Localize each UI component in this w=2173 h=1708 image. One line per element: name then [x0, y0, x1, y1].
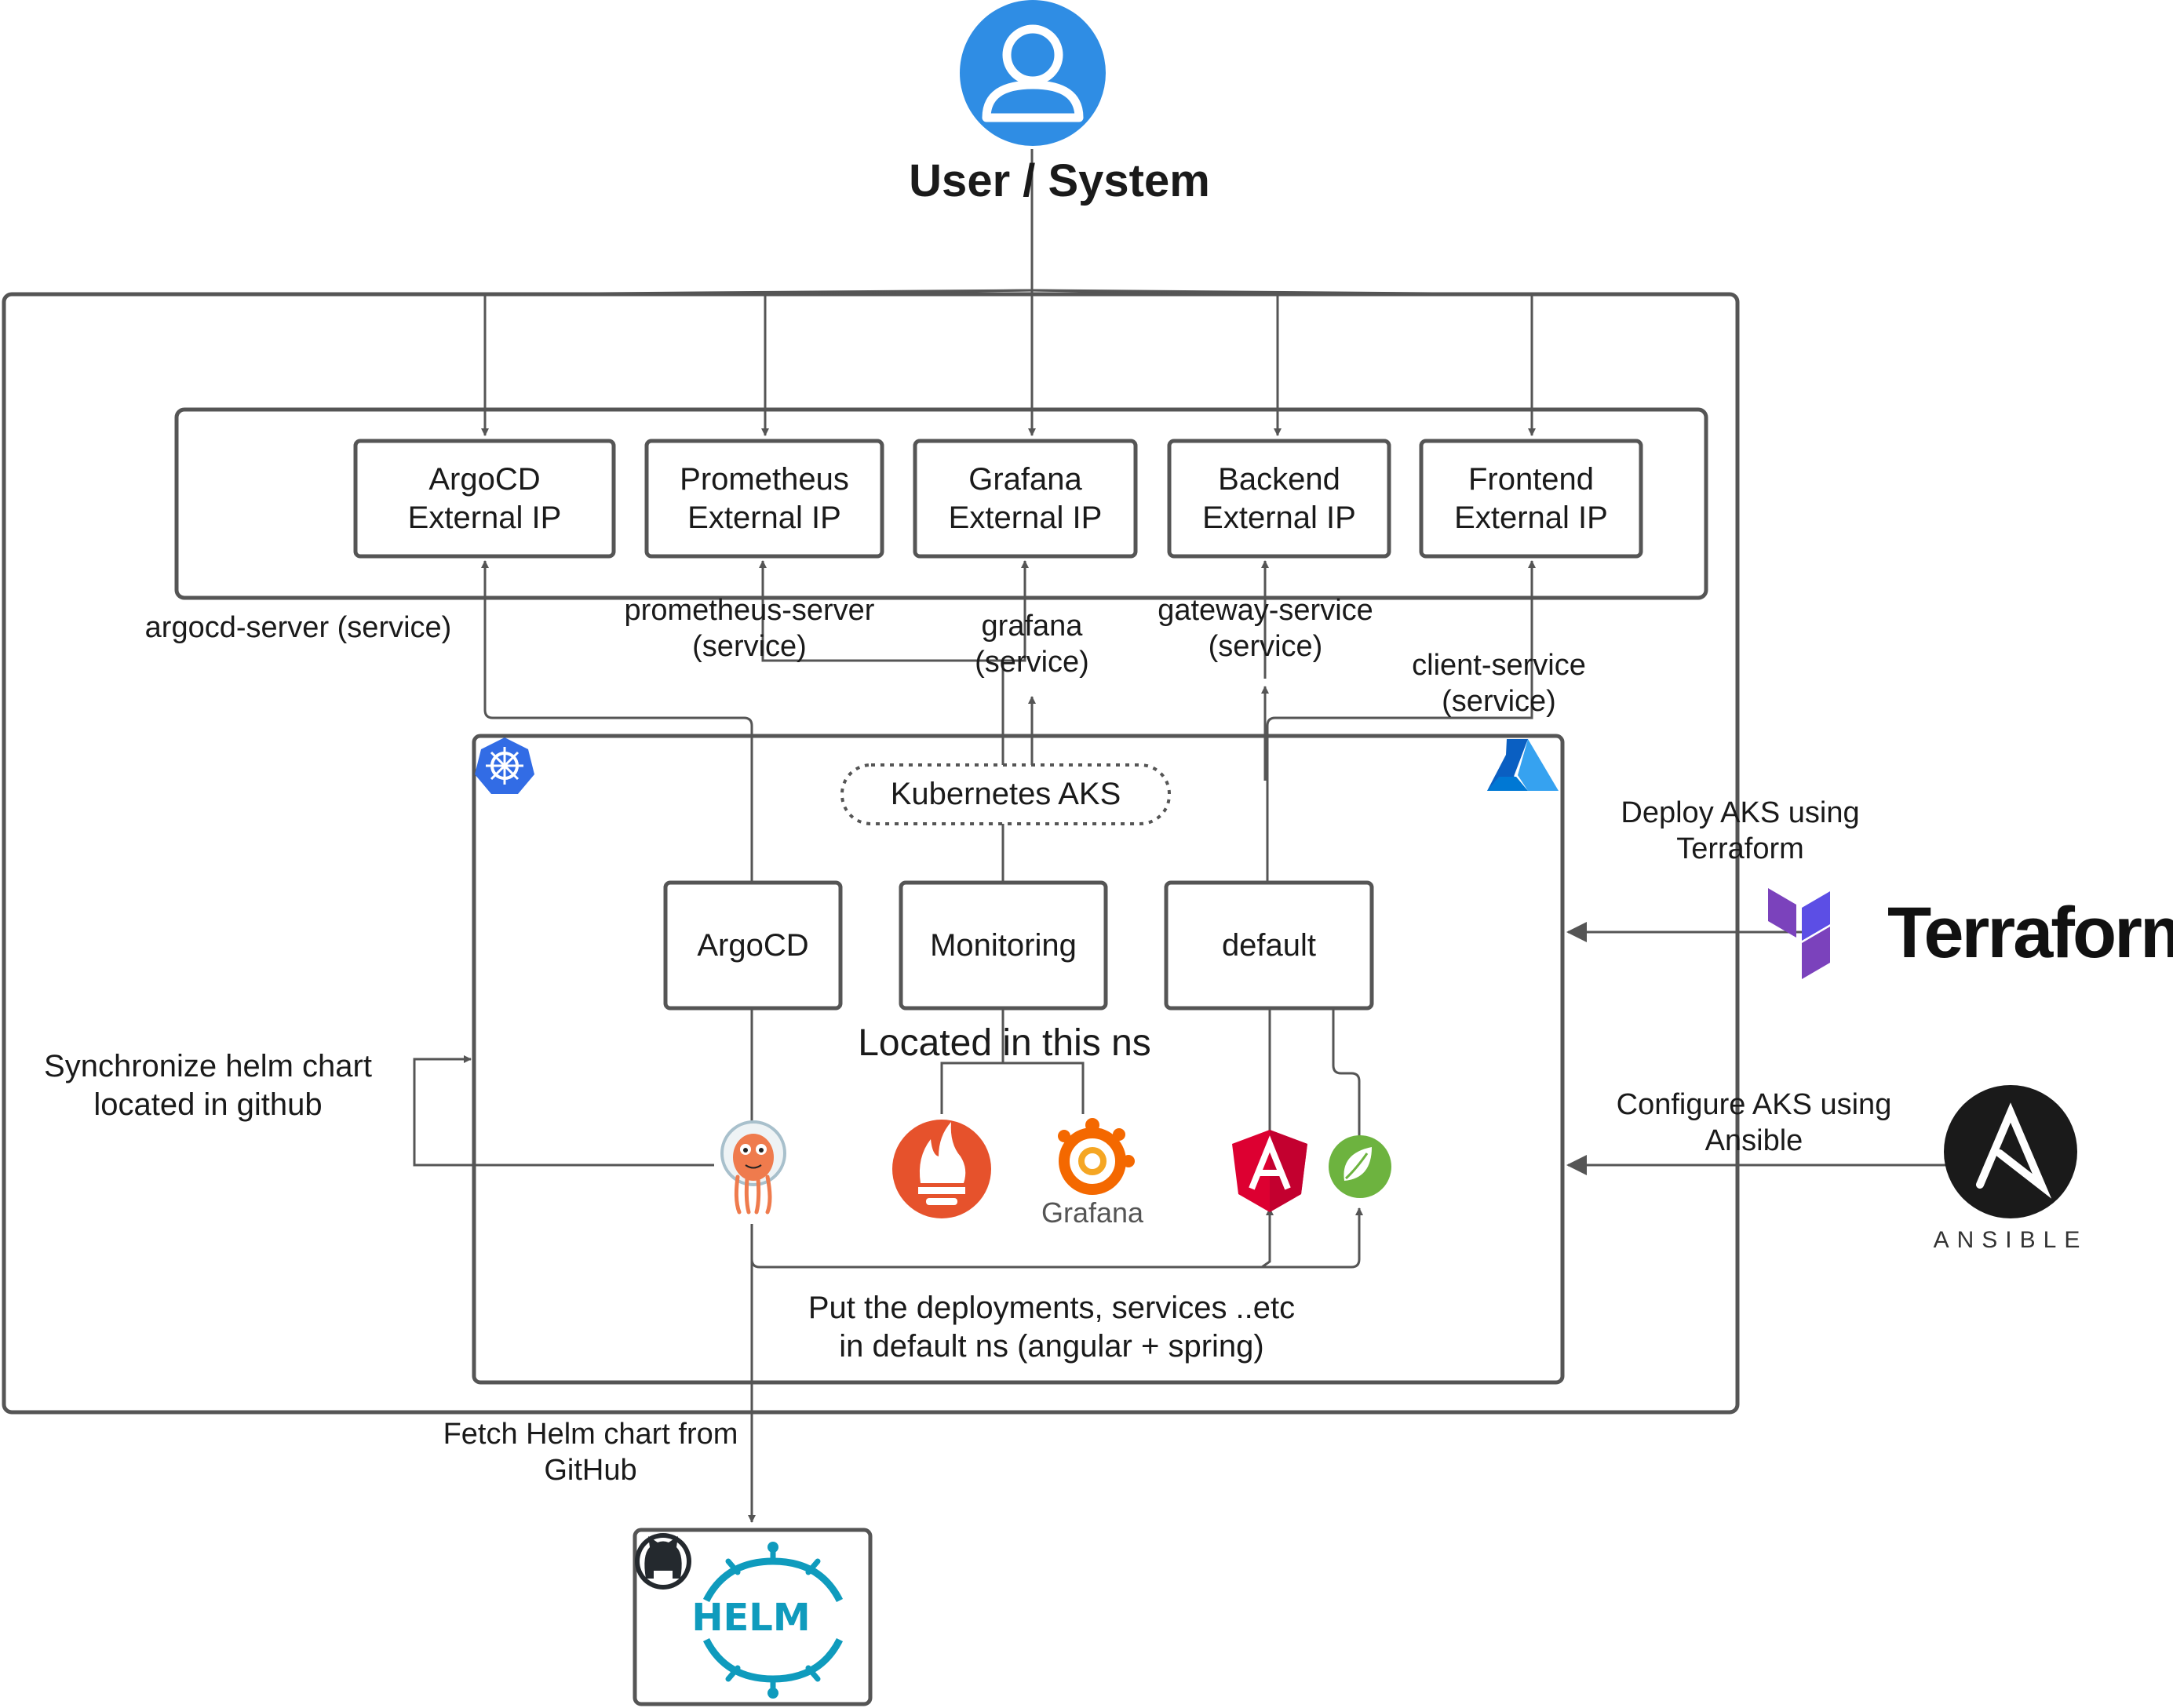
- sync-helm-annotation: Synchronize helm chart located in github: [44, 1049, 372, 1122]
- spring-icon: [1329, 1135, 1391, 1198]
- helm-wordmark: HELM: [691, 1596, 810, 1640]
- prometheus-icon: [892, 1120, 991, 1218]
- helm-icon: [702, 1542, 844, 1699]
- monitoring-namespace-label: Monitoring: [930, 927, 1077, 963]
- default-namespace-label: default: [1221, 927, 1317, 963]
- grafana-icon: [1058, 1118, 1135, 1195]
- external-ip-group: [174, 407, 1708, 600]
- outer-container: [2, 292, 1740, 1415]
- kubernetes-aks-pill: [840, 763, 1171, 825]
- client-service-label: client-service (service): [1412, 649, 1586, 719]
- grafana-external-ip-label: Grafana External IP: [948, 461, 1103, 535]
- default-ns-deploy-annotation: Put the deployments, services ..etc in d…: [808, 1291, 1296, 1364]
- terraform-wordmark: Terraform: [1887, 893, 2173, 973]
- argocd-external-ip-label: ArgoCD External IP: [407, 461, 562, 535]
- aks-cluster-box: [472, 734, 1565, 1385]
- grafana-ip-box: [913, 439, 1138, 559]
- argocd-server-service-label: argocd-server (service): [144, 611, 452, 644]
- terraform-icon: [1768, 888, 1830, 979]
- kubernetes-icon: [475, 737, 534, 794]
- located-in-ns-annotation: Located in this ns: [858, 1022, 1151, 1064]
- prometheus-ip-box: [644, 439, 884, 559]
- ansible-icon: [1944, 1085, 2077, 1218]
- kubernetes-aks-label: Kubernetes AKS: [890, 777, 1121, 812]
- ansible-wordmark: ANSIBLE: [1934, 1227, 2088, 1253]
- prometheus-server-service-label: prometheus-server (service): [624, 594, 875, 664]
- user-system-title: User / System: [909, 155, 1210, 206]
- frontend-ip-box: [1419, 439, 1643, 559]
- user-connectors: [481, 149, 1536, 436]
- gateway-service-label: gateway-service (service): [1158, 594, 1373, 664]
- backend-ip-box: [1167, 439, 1391, 559]
- service-connectors: [481, 560, 1536, 883]
- argocd-ip-box: [353, 439, 616, 559]
- github-icon: [635, 1533, 691, 1590]
- grafana-wordmark: Grafana: [1041, 1196, 1144, 1229]
- fetch-helm-annotation: Fetch Helm chart from GitHub: [443, 1418, 738, 1488]
- backend-external-ip-label: Backend External IP: [1202, 461, 1356, 535]
- user-icon: [960, 0, 1106, 146]
- grafana-service-label: grafana (service): [975, 610, 1089, 679]
- frontend-external-ip-label: Frontend External IP: [1454, 461, 1608, 535]
- cluster-connectors: [413, 922, 1946, 1523]
- prometheus-external-ip-label: Prometheus External IP: [680, 461, 849, 535]
- deploy-terraform-annotation: Deploy AKS using Terraform: [1621, 796, 1860, 866]
- angular-icon: [1232, 1130, 1307, 1212]
- github-helm-box: [633, 1528, 873, 1706]
- azure-icon: [1487, 739, 1559, 791]
- argo-icon: [720, 1120, 786, 1215]
- configure-ansible-annotation: Configure AKS using Ansible: [1616, 1088, 1892, 1158]
- argocd-namespace-label: ArgoCD: [697, 927, 809, 963]
